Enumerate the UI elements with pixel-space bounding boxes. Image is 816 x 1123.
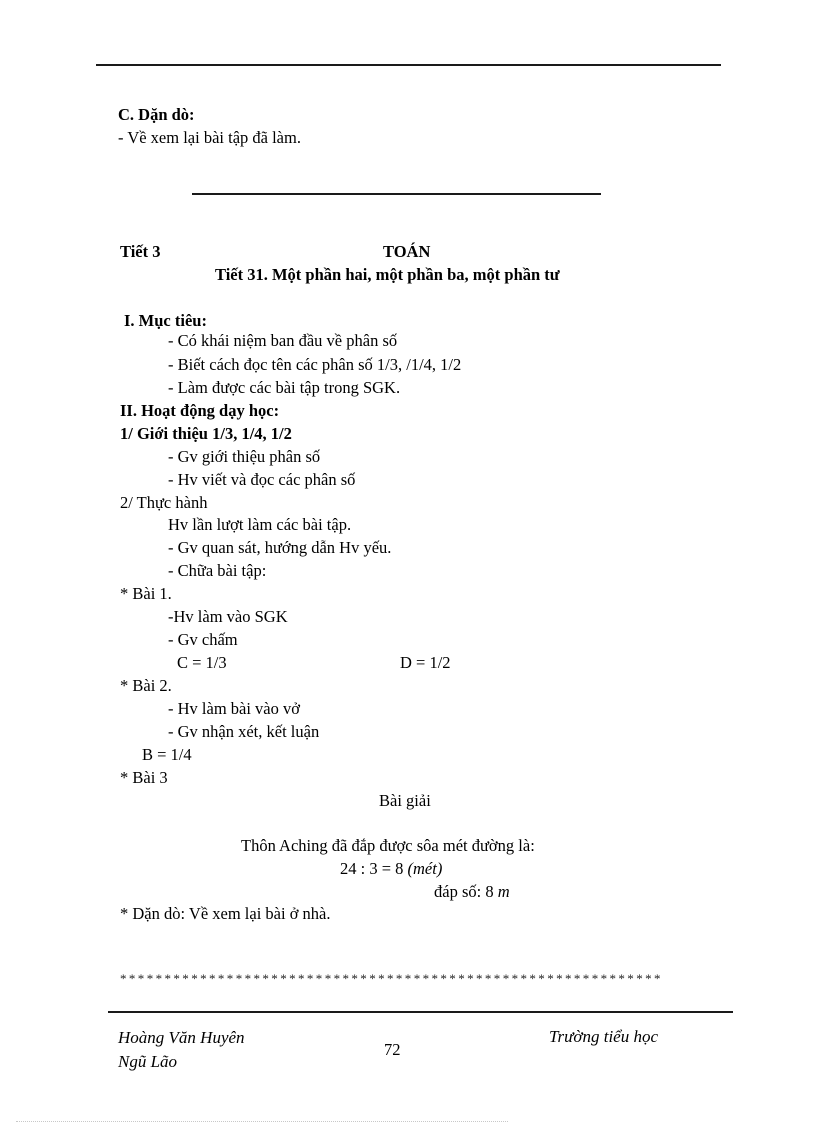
solution-label: Bài giải [379, 791, 431, 810]
answer-unit: m [497, 882, 510, 901]
star-separator: ****************************************… [120, 971, 663, 986]
intro-item: - Gv giới thiệu phân số [168, 447, 321, 466]
exercise1-item: - Gv chấm [168, 630, 238, 649]
exercise1-answer-c: C = 1/3 [177, 653, 227, 672]
activities-heading: II. Hoạt động dạy học: [120, 401, 280, 420]
exercise1-answer-d: D = 1/2 [400, 653, 451, 672]
footer-author-name: Hoàng Văn Huyên [118, 1028, 245, 1047]
footer-school: Trường tiểu học [549, 1027, 659, 1046]
section-c-line: - Về xem lại bài tập đã làm. [118, 128, 301, 147]
answer-prefix: đáp số: 8 [434, 882, 498, 901]
header-rule [96, 64, 721, 66]
calc-unit: (mét) [407, 859, 443, 878]
footer-rule [108, 1011, 733, 1013]
calc-expression: 24 : 3 = 8 [340, 859, 408, 878]
section-divider [192, 193, 601, 195]
page-bottom-edge [16, 1121, 508, 1123]
subject-title: TOÁN [383, 242, 431, 261]
exercise3-heading: * Bài 3 [120, 768, 168, 787]
period-label: Tiết 3 [120, 242, 161, 261]
lesson-title: Tiết 31. Một phần hai, một phần ba, một … [215, 265, 560, 284]
solution-calc: 24 : 3 = 8 (mét) [340, 859, 443, 878]
exercise2-heading: * Bài 2. [120, 676, 172, 695]
homework-line: * Dặn dò: Về xem lại bài ở nhà. [120, 904, 331, 923]
exercise2-answer-b: B = 1/4 [142, 745, 192, 764]
exercise1-heading: * Bài 1. [120, 584, 172, 603]
objective-item: - Biết cách đọc tên các phân số 1/3, /1/… [168, 355, 462, 374]
practice-heading: 2/ Thực hành [120, 493, 208, 512]
practice-item: - Chữa bài tập: [168, 561, 267, 580]
intro-heading: 1/ Giới thiệu 1/3, 1/4, 1/2 [120, 424, 292, 443]
solution-answer: đáp số: 8 m [434, 882, 510, 901]
exercise2-item: - Gv nhận xét, kết luận [168, 722, 320, 741]
exercise2-item: - Hv làm bài vào vở [168, 699, 300, 718]
objective-item: - Có khái niệm ban đầu về phân số [168, 331, 398, 350]
footer-author-location: Ngũ Lão [118, 1052, 178, 1071]
exercise1-item: -Hv làm vào SGK [168, 607, 288, 626]
solution-statement: Thôn Aching đã đắp được sôa mét đường là… [241, 836, 535, 855]
page-number: 72 [384, 1040, 401, 1059]
practice-item: Hv lần lượt làm các bài tập. [168, 515, 352, 534]
intro-item: - Hv viết và đọc các phân số [168, 470, 356, 489]
section-c-title: C. Dặn dò: [118, 105, 195, 124]
practice-item: - Gv quan sát, hướng dẫn Hv yếu. [168, 538, 392, 557]
objective-item: - Làm được các bài tập trong SGK. [168, 378, 401, 397]
objectives-heading: I. Mục tiêu: [124, 311, 207, 330]
